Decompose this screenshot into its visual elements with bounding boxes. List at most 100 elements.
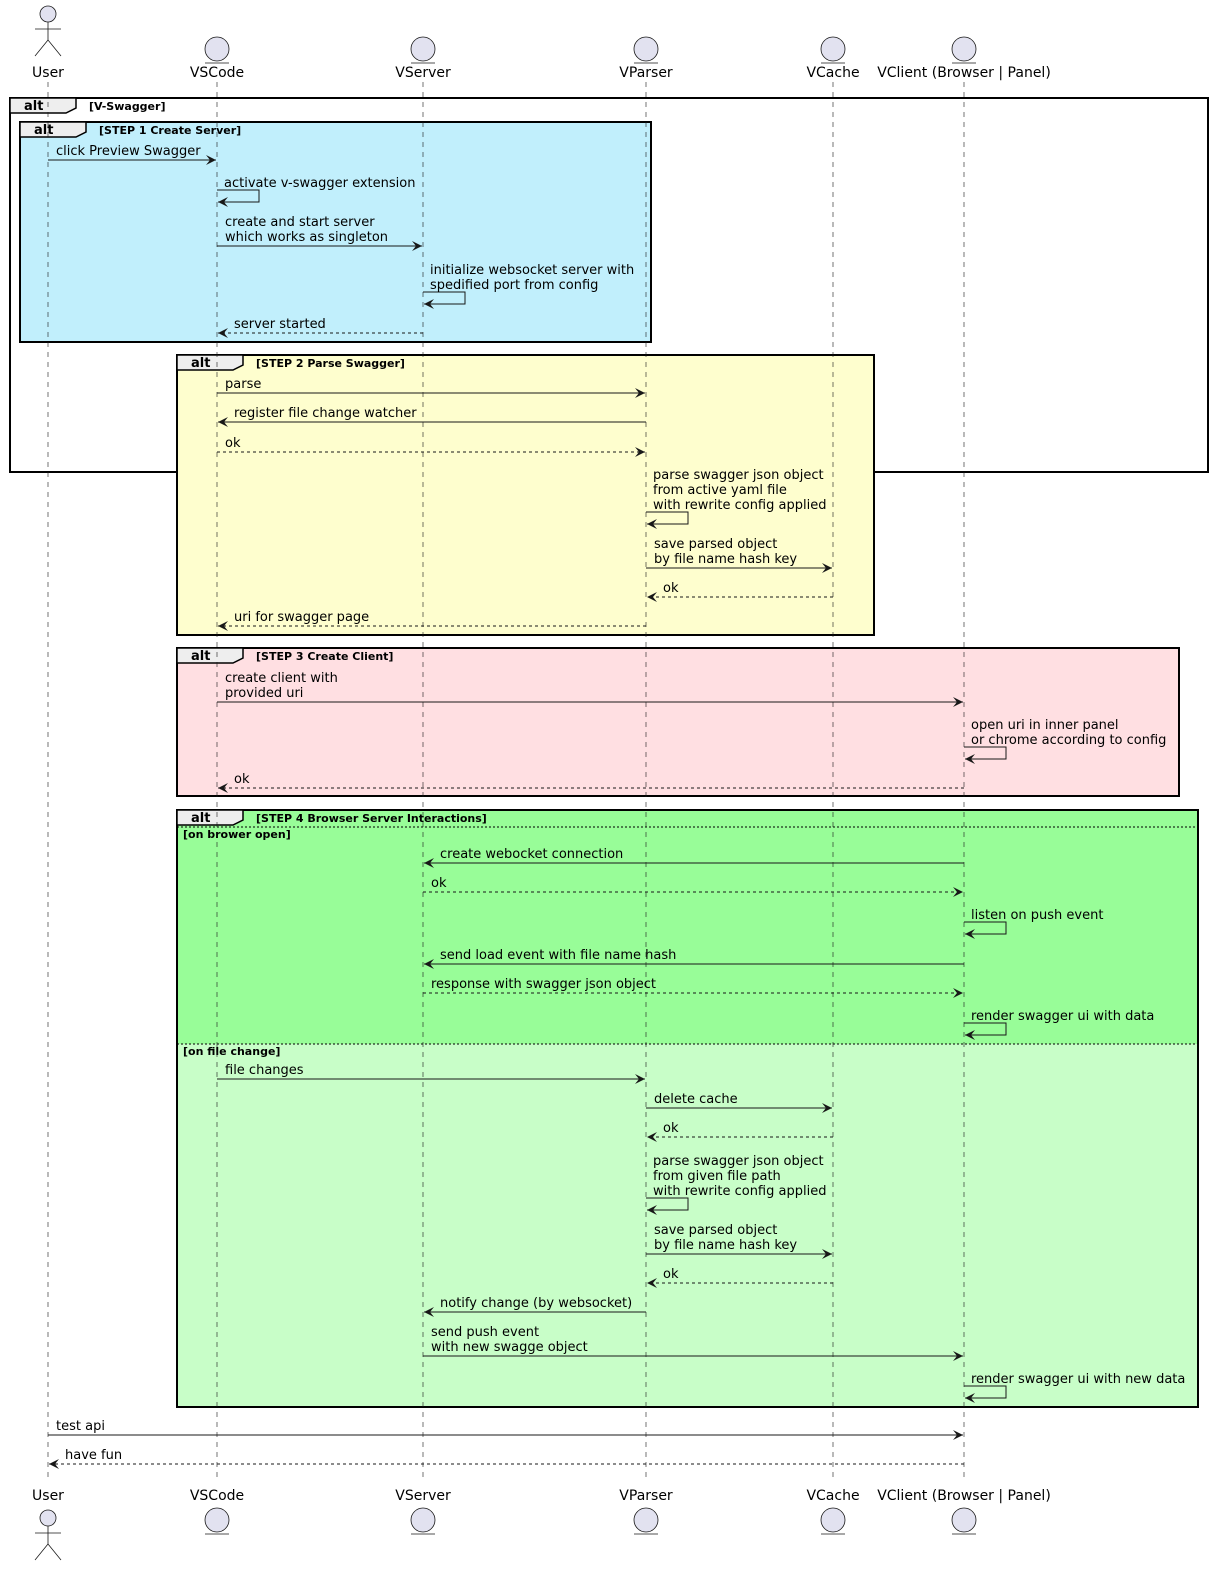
entity-icon [820,1507,846,1535]
entity-icon [204,1507,230,1535]
self-message-arrow [964,1022,1007,1040]
message-label: save parsed object [654,537,777,552]
self-message-arrow [964,921,1007,939]
participant-name: VSCode [190,65,244,81]
entity-icon [951,36,977,64]
participant-head-5: VCache [806,36,860,81]
fragment-section-label: [on brower open] [183,828,291,841]
message-label: ok [225,436,241,451]
participant-foot-5: VCache [806,1488,860,1535]
message-label: activate v-swagger extension [224,176,415,191]
message-23: delete cache [646,1092,832,1113]
fragment-condition: [STEP 3 Create Client] [256,650,393,663]
entity-icon [204,36,230,64]
message-label: send load event with file name hash [440,948,676,963]
participant-name: User [32,65,64,81]
message-label: with rewrite config applied [653,1184,826,1199]
participant-name: VServer [395,1488,451,1504]
message-5: server started [218,317,423,338]
participant-foot-4: VParser [619,1488,673,1535]
message-30: render swagger ui with new data [964,1372,1185,1403]
fragment-3: alt[STEP 2 Parse Swagger] [176,354,875,636]
entity-icon [820,36,846,64]
self-message-arrow [964,1385,1007,1403]
message-label: from active yaml file [653,483,787,498]
message-27: ok [647,1267,833,1288]
fragment-2: alt [STEP 1 Create Server] [19,121,652,343]
message-label: notify change (by websocket) [440,1296,632,1311]
actor-icon [34,5,62,57]
message-label: file changes [225,1063,304,1078]
message-32: have fun [49,1448,964,1469]
fragment-keyword: alt [34,123,53,138]
message-label: initialize websocket server with [430,263,634,278]
message-label: uri for swagger page [234,610,369,625]
participant-name: VClient (Browser | Panel) [877,65,1051,81]
message-label: by file name hash key [654,1238,797,1253]
message-label: test api [56,1419,105,1434]
fragment-section-label: [on file change] [183,1045,280,1058]
message-label: with rewrite config applied [653,498,826,513]
message-18: listen on push event [964,908,1103,939]
message-label: ok [663,581,679,596]
fragment-condition: [STEP 1 Create Server] [99,124,241,137]
message-2: activate v-swagger extension [217,176,415,207]
message-7: register file change watcher [218,406,646,427]
entity-icon [951,1507,977,1535]
message-label: delete cache [654,1092,738,1107]
fragment-border [176,809,1199,1408]
self-message-arrow [217,189,260,207]
self-message-arrow [964,746,1007,764]
fragment-tab [176,354,244,371]
message-label: parse [225,377,261,392]
fragment-border [19,121,652,343]
message-17: ok [423,876,963,897]
message-6: parse [217,377,645,398]
fragment-tab [9,97,77,114]
self-message-arrow [646,511,689,529]
message-label: open uri in inner panel [971,718,1119,733]
message-label: with new swagge object [431,1340,588,1355]
message-19: send load event with file name hash [424,948,964,969]
message-label: from given file path [653,1169,781,1184]
message-label: create and start server [225,215,375,230]
fragment-keyword: alt [191,811,210,826]
actor-icon [34,1509,62,1561]
message-label: listen on push event [971,908,1103,923]
participant-foot-3: VServer [395,1488,451,1535]
message-15: ok [218,772,964,793]
fragment-tab [176,647,244,664]
message-label: spedified port from config [430,278,598,293]
message-21: render swagger ui with data [964,1009,1154,1040]
entity-icon [410,36,436,64]
participant-foot-2: VSCode [190,1488,244,1535]
message-label: or chrome according to config [971,733,1166,748]
fragment-border [176,647,1180,797]
message-label: render swagger ui with new data [971,1372,1185,1387]
message-label: ok [234,772,250,787]
message-11: ok [647,581,833,602]
message-31: test api [48,1419,963,1440]
self-message-arrow [646,1197,689,1215]
message-label: click Preview Swagger [56,144,201,159]
participant-head-1: User [32,5,64,81]
message-label: ok [663,1267,679,1282]
entity-icon [633,36,659,64]
message-label: which works as singleton [225,230,388,245]
fragment-layer: alt[V-Swagger]alt[STEP 1 Create Server]a… [9,97,1209,1408]
fragment-keyword: alt [191,649,210,664]
participant-name: VServer [395,65,451,81]
participant-name: VParser [619,1488,673,1504]
participant-foot-1: User [32,1488,64,1561]
fragment-condition: [STEP 4 Browser Server Interactions] [256,812,487,825]
message-8: ok [217,436,645,457]
message-label: response with swagger json object [431,977,656,992]
fragment-keyword: alt [24,99,43,114]
message-label: parse swagger json object [653,1154,824,1169]
fragment-tab [176,809,244,826]
